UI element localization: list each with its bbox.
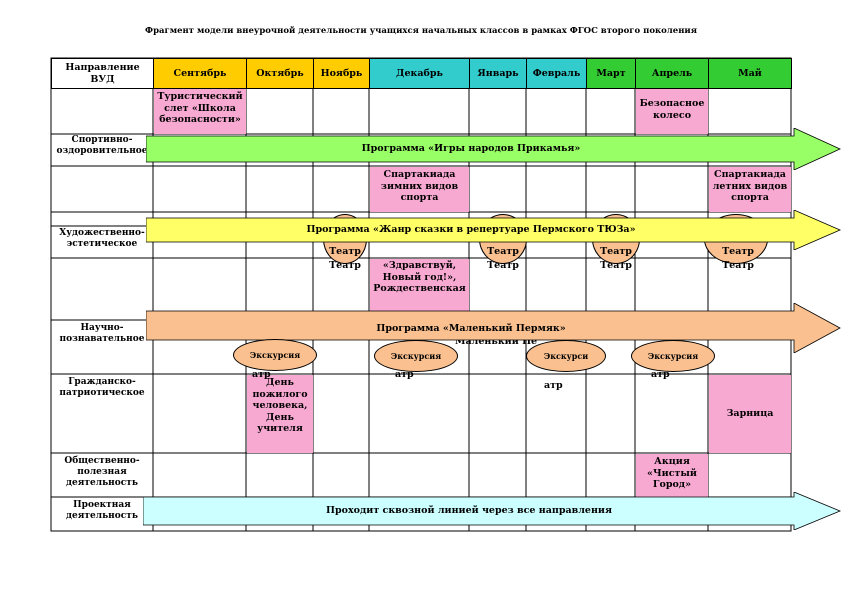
event-tourist-rally: Туристический слет «Школа безопасности»: [154, 89, 246, 134]
month-header-1: Сентябрь: [153, 58, 247, 89]
row-label-art: Художественно-эстетическое: [59, 228, 145, 249]
arrow-fairy-program: [146, 210, 842, 250]
excursion-tail-4: атр: [651, 369, 670, 380]
theatre-label-1: Театр: [329, 246, 361, 257]
row-label-sport: Спортивно-оздоровительное: [56, 135, 148, 156]
arrow-through-all: [143, 492, 842, 530]
month-header-3: Ноябрь: [313, 58, 370, 89]
event-zarnitsa: Зарница: [709, 375, 791, 453]
month-header-9: Май: [708, 58, 792, 89]
event-elderly-teacher-day: День пожилого человека, День учителя: [247, 375, 313, 453]
arrow-fairy-label: Программа «Жанр сказки в репертуаре Перм…: [306, 224, 636, 235]
excursion-label-4: Экскурсия: [647, 351, 699, 361]
arrow-through-label: Проходит сквозной линией через все напра…: [326, 505, 612, 516]
excursion-oval-3: Экскурси: [526, 340, 606, 372]
excursion-tail-3: атр: [544, 380, 563, 391]
event-winter-spartakiad: Спартакиада зимних видов спорта: [370, 167, 469, 212]
month-header-2: Октябрь: [246, 58, 314, 89]
row-label-civic: Гражданско-патриотическое: [59, 377, 145, 398]
month-header-7: Март: [586, 58, 636, 89]
theatre-label-4: Театр: [722, 246, 754, 257]
event-new-year: «Здравствуй, Новый год!», Рождественская: [370, 259, 469, 320]
month-header-8: Апрель: [635, 58, 709, 89]
excursion-oval-1: Экскурсия: [233, 339, 317, 371]
excursion-label-1: Экскурсия: [249, 350, 301, 360]
row-label-science: Научно-познавательное: [59, 323, 145, 344]
excursion-label-2: Экскурсия: [390, 351, 442, 361]
arrow-permyak-label: Программа «Маленький Пермяк»: [376, 323, 566, 334]
theatre-label-4b: Театр: [722, 260, 754, 271]
row-label-social: Общественно-полезная деятельность: [64, 456, 140, 488]
event-summer-spartakiad: Спартакиада летних видов спорта: [709, 167, 791, 212]
excursion-tail-1: атр: [252, 369, 271, 380]
row-label-project: Проектная деятельность: [66, 500, 138, 521]
theatre-label-2b: Театр: [487, 260, 519, 271]
theatre-label-2: Театр: [487, 246, 519, 257]
theatre-label-1b: Театр: [329, 260, 361, 271]
excursion-label-3: Экскурси: [543, 351, 589, 361]
event-safe-wheel: Безопасное колесо: [636, 89, 708, 134]
hidden-program-tail: Маленький Пе: [455, 336, 538, 347]
excursion-oval-2: Экскурсия: [374, 340, 458, 372]
arrow-games-label: Программа «Игры народов Прикамья»: [361, 143, 581, 154]
page-title: Фрагмент модели внеурочной деятельности …: [145, 26, 697, 36]
theatre-label-3b: Театр: [600, 260, 632, 271]
header-direction: Направление ВУД: [51, 58, 154, 89]
month-header-6: Февраль: [526, 58, 587, 89]
theatre-label-3: Театр: [600, 246, 632, 257]
month-header-4: Декабрь: [369, 58, 470, 89]
excursion-tail-2: атр: [395, 369, 414, 380]
month-header-5: Январь: [469, 58, 527, 89]
event-clean-city: Акция «Чистый Город»: [636, 454, 708, 497]
arrow-games-program: [146, 128, 841, 170]
excursion-oval-4: Экскурсия: [631, 340, 715, 372]
